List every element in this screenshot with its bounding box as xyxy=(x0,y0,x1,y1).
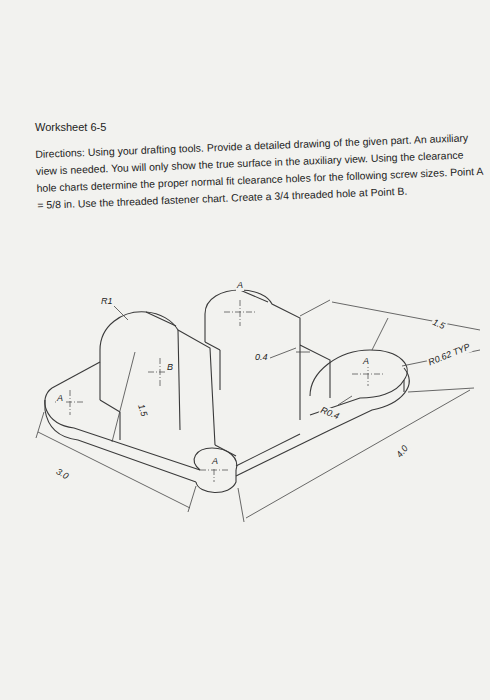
dimension-label: A xyxy=(362,356,370,367)
dimension-label: R1 xyxy=(100,296,114,307)
base-edge xyxy=(215,445,236,456)
dimension-label: B xyxy=(166,362,174,373)
tab-edge xyxy=(194,448,237,470)
base-edge xyxy=(236,430,330,476)
lug-face xyxy=(205,290,300,345)
dimension-label: A xyxy=(56,393,64,404)
dimension-lines xyxy=(36,300,480,522)
tab-edge xyxy=(196,470,236,493)
dimension-label: A xyxy=(236,280,244,291)
arch-face xyxy=(178,330,215,445)
lug-face xyxy=(205,290,268,350)
base-edge xyxy=(52,362,100,388)
dimension-label: 0.4 xyxy=(254,352,269,363)
end-edge xyxy=(330,368,409,430)
arch-face xyxy=(100,312,176,412)
wall-edge xyxy=(220,345,330,420)
base-edge xyxy=(236,434,300,466)
arch-face xyxy=(100,312,178,400)
center-lines xyxy=(55,300,384,482)
part-outline xyxy=(45,290,409,493)
dimension-label: A xyxy=(211,456,219,467)
arch-face xyxy=(120,330,180,440)
worksheet-title: Worksheet 6-5 xyxy=(35,121,106,133)
end-edge xyxy=(403,380,404,392)
